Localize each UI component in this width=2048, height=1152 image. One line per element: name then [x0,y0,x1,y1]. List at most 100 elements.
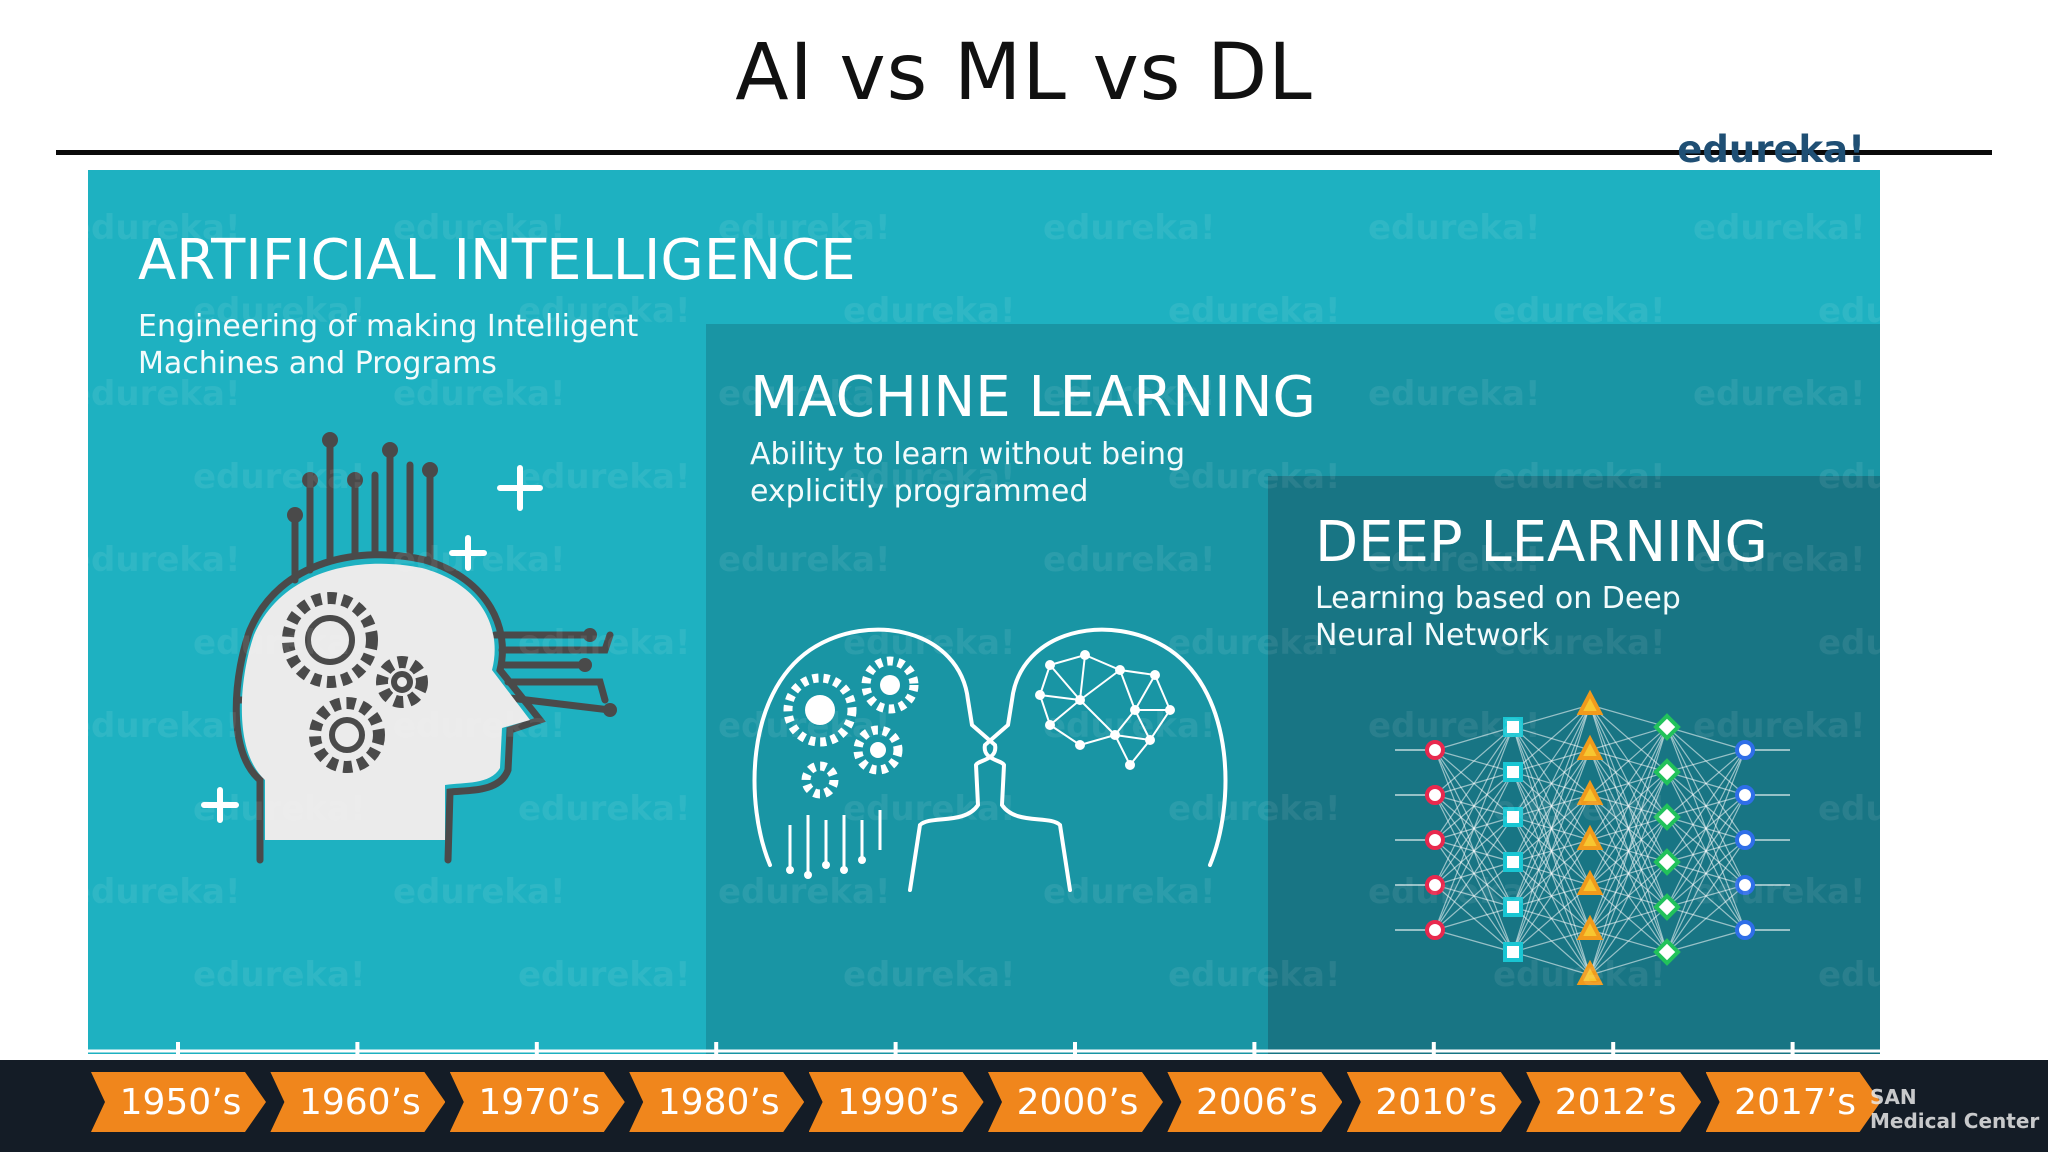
nn-edge [1666,749,1746,908]
nn-node [1425,785,1445,805]
nn-edge [1434,726,1514,751]
nn-edge [1589,726,1668,976]
timeline-era-badge: 1960’s [270,1072,446,1132]
nn-node [1735,920,1755,940]
timeline-era-badge: 1950’s [91,1072,266,1132]
nn-edge [1434,929,1514,953]
nn-edge [1512,929,1591,953]
nn-node [1576,734,1604,760]
nn-node [1503,942,1523,962]
partner-logo-line: Medical Center [1870,1109,2040,1133]
watermark-text: edureka! [88,872,241,912]
nn-node [1735,875,1755,895]
neural-network-icon [1395,689,1790,985]
watermark-text: edureka! [393,872,566,912]
nn-edge [1589,771,1668,976]
nn-edge [1666,929,1746,953]
nn-node [1653,893,1681,921]
nn-edge [1589,861,1668,976]
nn-node [1503,762,1523,782]
ml-heading: MACHINE LEARNING [750,365,1316,430]
nn-edge [1589,726,1668,886]
title-divider [56,150,1992,155]
nn-edge [1434,726,1514,841]
timeline-era-badge: 1970’s [449,1072,625,1132]
nn-edge [1666,794,1746,953]
timeline-era-badge: 2010’s [1346,1072,1522,1132]
nn-edge [1666,749,1746,953]
nn-edge [1666,726,1746,751]
nn-node [1653,848,1681,876]
nn-node [1425,830,1445,850]
dl-description-line: Learning based on Deep [1315,581,1681,616]
nn-node [1735,785,1755,805]
timeline-era-badge: 2017’s [1705,1072,1881,1132]
timeline-axis [88,1042,1880,1060]
nn-edge [1512,884,1591,953]
watermark-text: edureka! [1693,208,1866,248]
nn-node [1576,779,1604,805]
ml-description: Ability to learn without being explicitl… [750,436,1185,510]
nn-edge [1589,951,1668,976]
nn-edge [1512,951,1591,976]
watermark-text: edureka! [518,955,691,995]
nn-edge [1434,726,1514,886]
dl-description-line: Neural Network [1315,618,1549,653]
nn-node [1653,803,1681,831]
nn-node [1576,959,1604,985]
timeline-era-badge: 2006’s [1167,1072,1343,1132]
ml-description-line: explicitly programmed [750,474,1089,509]
nn-node [1576,914,1604,940]
nn-node [1425,875,1445,895]
ai-description: Engineering of making Intelligent Machin… [138,308,638,382]
nn-edge [1434,771,1514,931]
dl-panel [1268,476,1880,1054]
nn-edge [1434,816,1514,931]
two-heads-gears-brain-icon [752,627,1228,892]
nn-node [1576,869,1604,895]
nn-node [1576,824,1604,850]
nn-node [1503,852,1523,872]
timeline-era-badge: 2000’s [988,1072,1163,1132]
nn-edge [1434,906,1514,931]
nn-edge [1589,726,1668,751]
timeline-era-badge: 1990’s [808,1072,984,1132]
nn-node [1576,689,1604,715]
page-title: AI vs ML vs DL [735,28,1313,118]
nn-edge [1512,704,1591,818]
nn-node [1503,897,1523,917]
watermark-text: edureka! [1043,208,1216,248]
nn-node [1425,740,1445,760]
ai-description-line: Engineering of making Intelligent [138,309,639,344]
partner-logo: SAN Medical Center [1870,1085,2039,1133]
timeline-era-badge: 2012’s [1526,1072,1702,1132]
nn-edge [1589,726,1668,841]
ai-description-line: Machines and Programs [138,346,497,381]
nn-edge [1512,704,1591,863]
nn-edge [1589,726,1668,796]
dl-heading: DEEP LEARNING [1315,510,1768,575]
dl-description: Learning based on Deep Neural Network [1315,580,1681,654]
nn-node [1425,920,1445,940]
nn-edge [1589,704,1668,728]
partner-logo-line: SAN [1870,1085,1917,1109]
nn-node [1653,758,1681,786]
nn-edge [1589,906,1668,976]
nn-edge [1512,704,1591,728]
nn-edge [1666,839,1746,953]
nn-edge [1512,839,1591,953]
nn-node [1503,717,1523,737]
robot-head-gears-icon [201,432,617,864]
nn-edge [1434,726,1514,796]
watermark-text: edureka! [1368,208,1541,248]
nn-node [1735,830,1755,850]
nn-edge [1512,704,1591,908]
nn-edge [1666,749,1746,863]
nn-edge [1589,726,1668,931]
nn-node [1653,938,1681,966]
nn-edge [1666,749,1746,773]
nn-node [1503,807,1523,827]
nn-edge [1512,704,1591,953]
brand-logo: edureka! [1677,128,1865,171]
nn-edge [1434,726,1514,931]
